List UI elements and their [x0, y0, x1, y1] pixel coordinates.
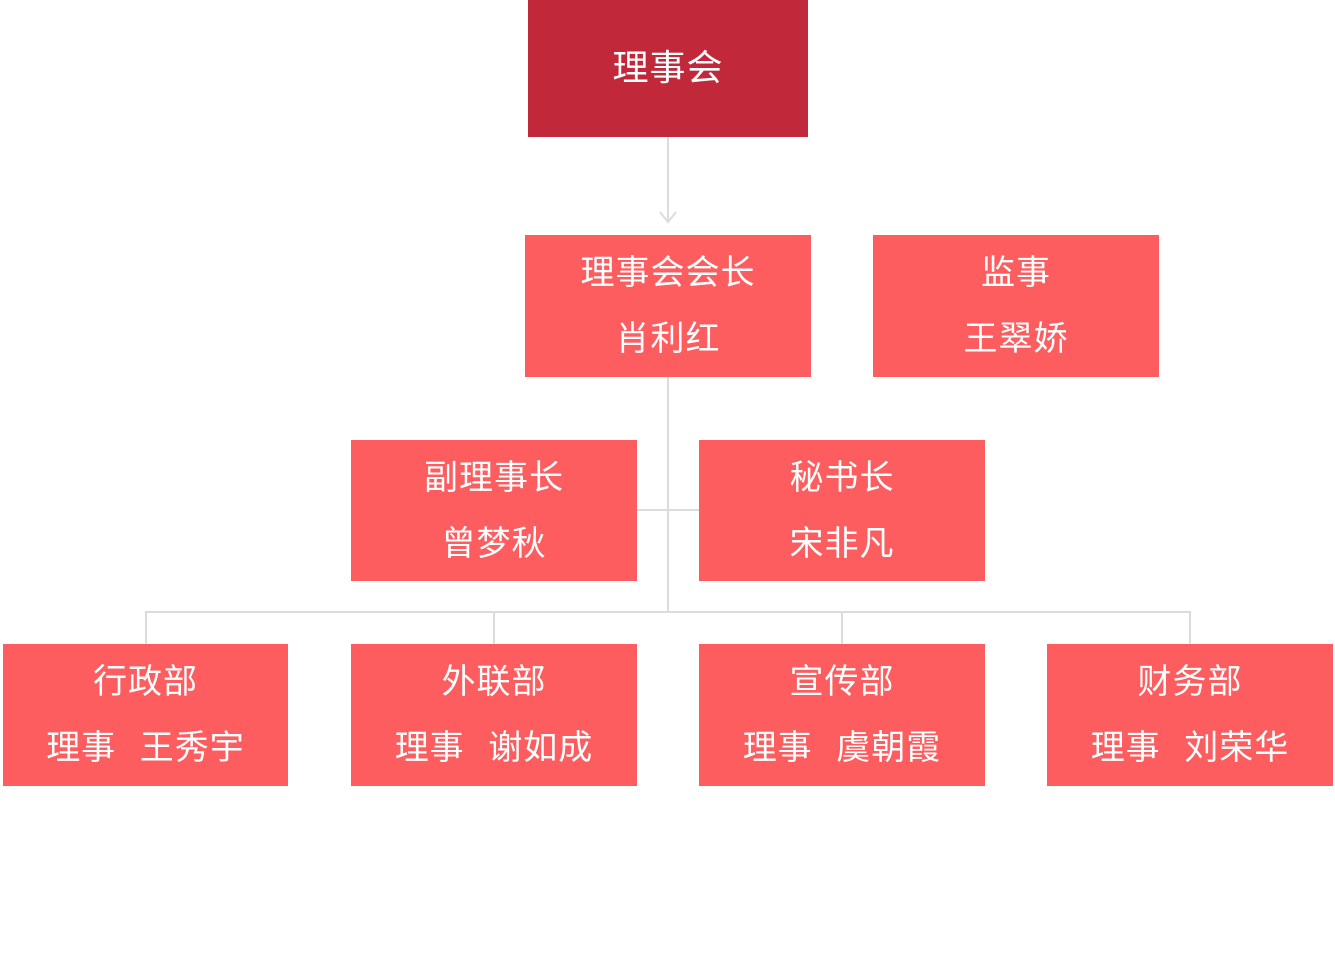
node-department-admin: 行政部 理事 王秀宇 [3, 644, 288, 786]
node-council: 理事会 [528, 0, 808, 137]
node-title: 秘书长 [789, 457, 895, 498]
node-title: 外联部 [441, 662, 547, 702]
node-department-publicity: 宣传部 理事 虞朝霞 [699, 644, 985, 786]
connector-deputies [637, 509, 699, 511]
node-title: 行政部 [93, 662, 198, 702]
node-person: 王翠娇 [963, 319, 1069, 359]
node-person: 理事 王秀宇 [46, 728, 245, 768]
node-title: 监事 [981, 253, 1051, 293]
node-person: 理事 虞朝霞 [742, 728, 942, 768]
node-title: 财务部 [1137, 662, 1243, 702]
node-president: 理事会会长 肖利红 [525, 235, 811, 377]
node-secretary-general: 秘书长 宋非凡 [699, 440, 985, 581]
node-supervisor: 监事 王翠娇 [873, 235, 1159, 377]
node-department-finance: 财务部 理事 刘荣华 [1047, 644, 1333, 786]
node-department-external: 外联部 理事 谢如成 [351, 644, 637, 786]
node-person: 曾梦秋 [441, 523, 547, 564]
node-title: 宣传部 [789, 662, 895, 702]
connector-dept-1 [145, 611, 147, 644]
node-person: 理事 谢如成 [394, 728, 594, 768]
node-title: 副理事长 [424, 457, 564, 498]
connector-dept-2 [493, 611, 495, 644]
node-title: 理事会会长 [580, 253, 756, 293]
connector-dept-4 [1189, 611, 1191, 644]
connector-trunk [667, 377, 669, 612]
node-title: 理事会 [612, 47, 724, 89]
connector-council-to-president [667, 137, 669, 222]
connector-dept-3 [841, 611, 843, 644]
node-vice-president: 副理事长 曾梦秋 [351, 440, 637, 581]
node-person: 理事 刘荣华 [1090, 728, 1290, 768]
arrow-down-icon [659, 211, 677, 224]
connector-departments-bus [145, 611, 1191, 613]
node-person: 宋非凡 [789, 523, 895, 564]
node-person: 肖利红 [615, 319, 721, 359]
